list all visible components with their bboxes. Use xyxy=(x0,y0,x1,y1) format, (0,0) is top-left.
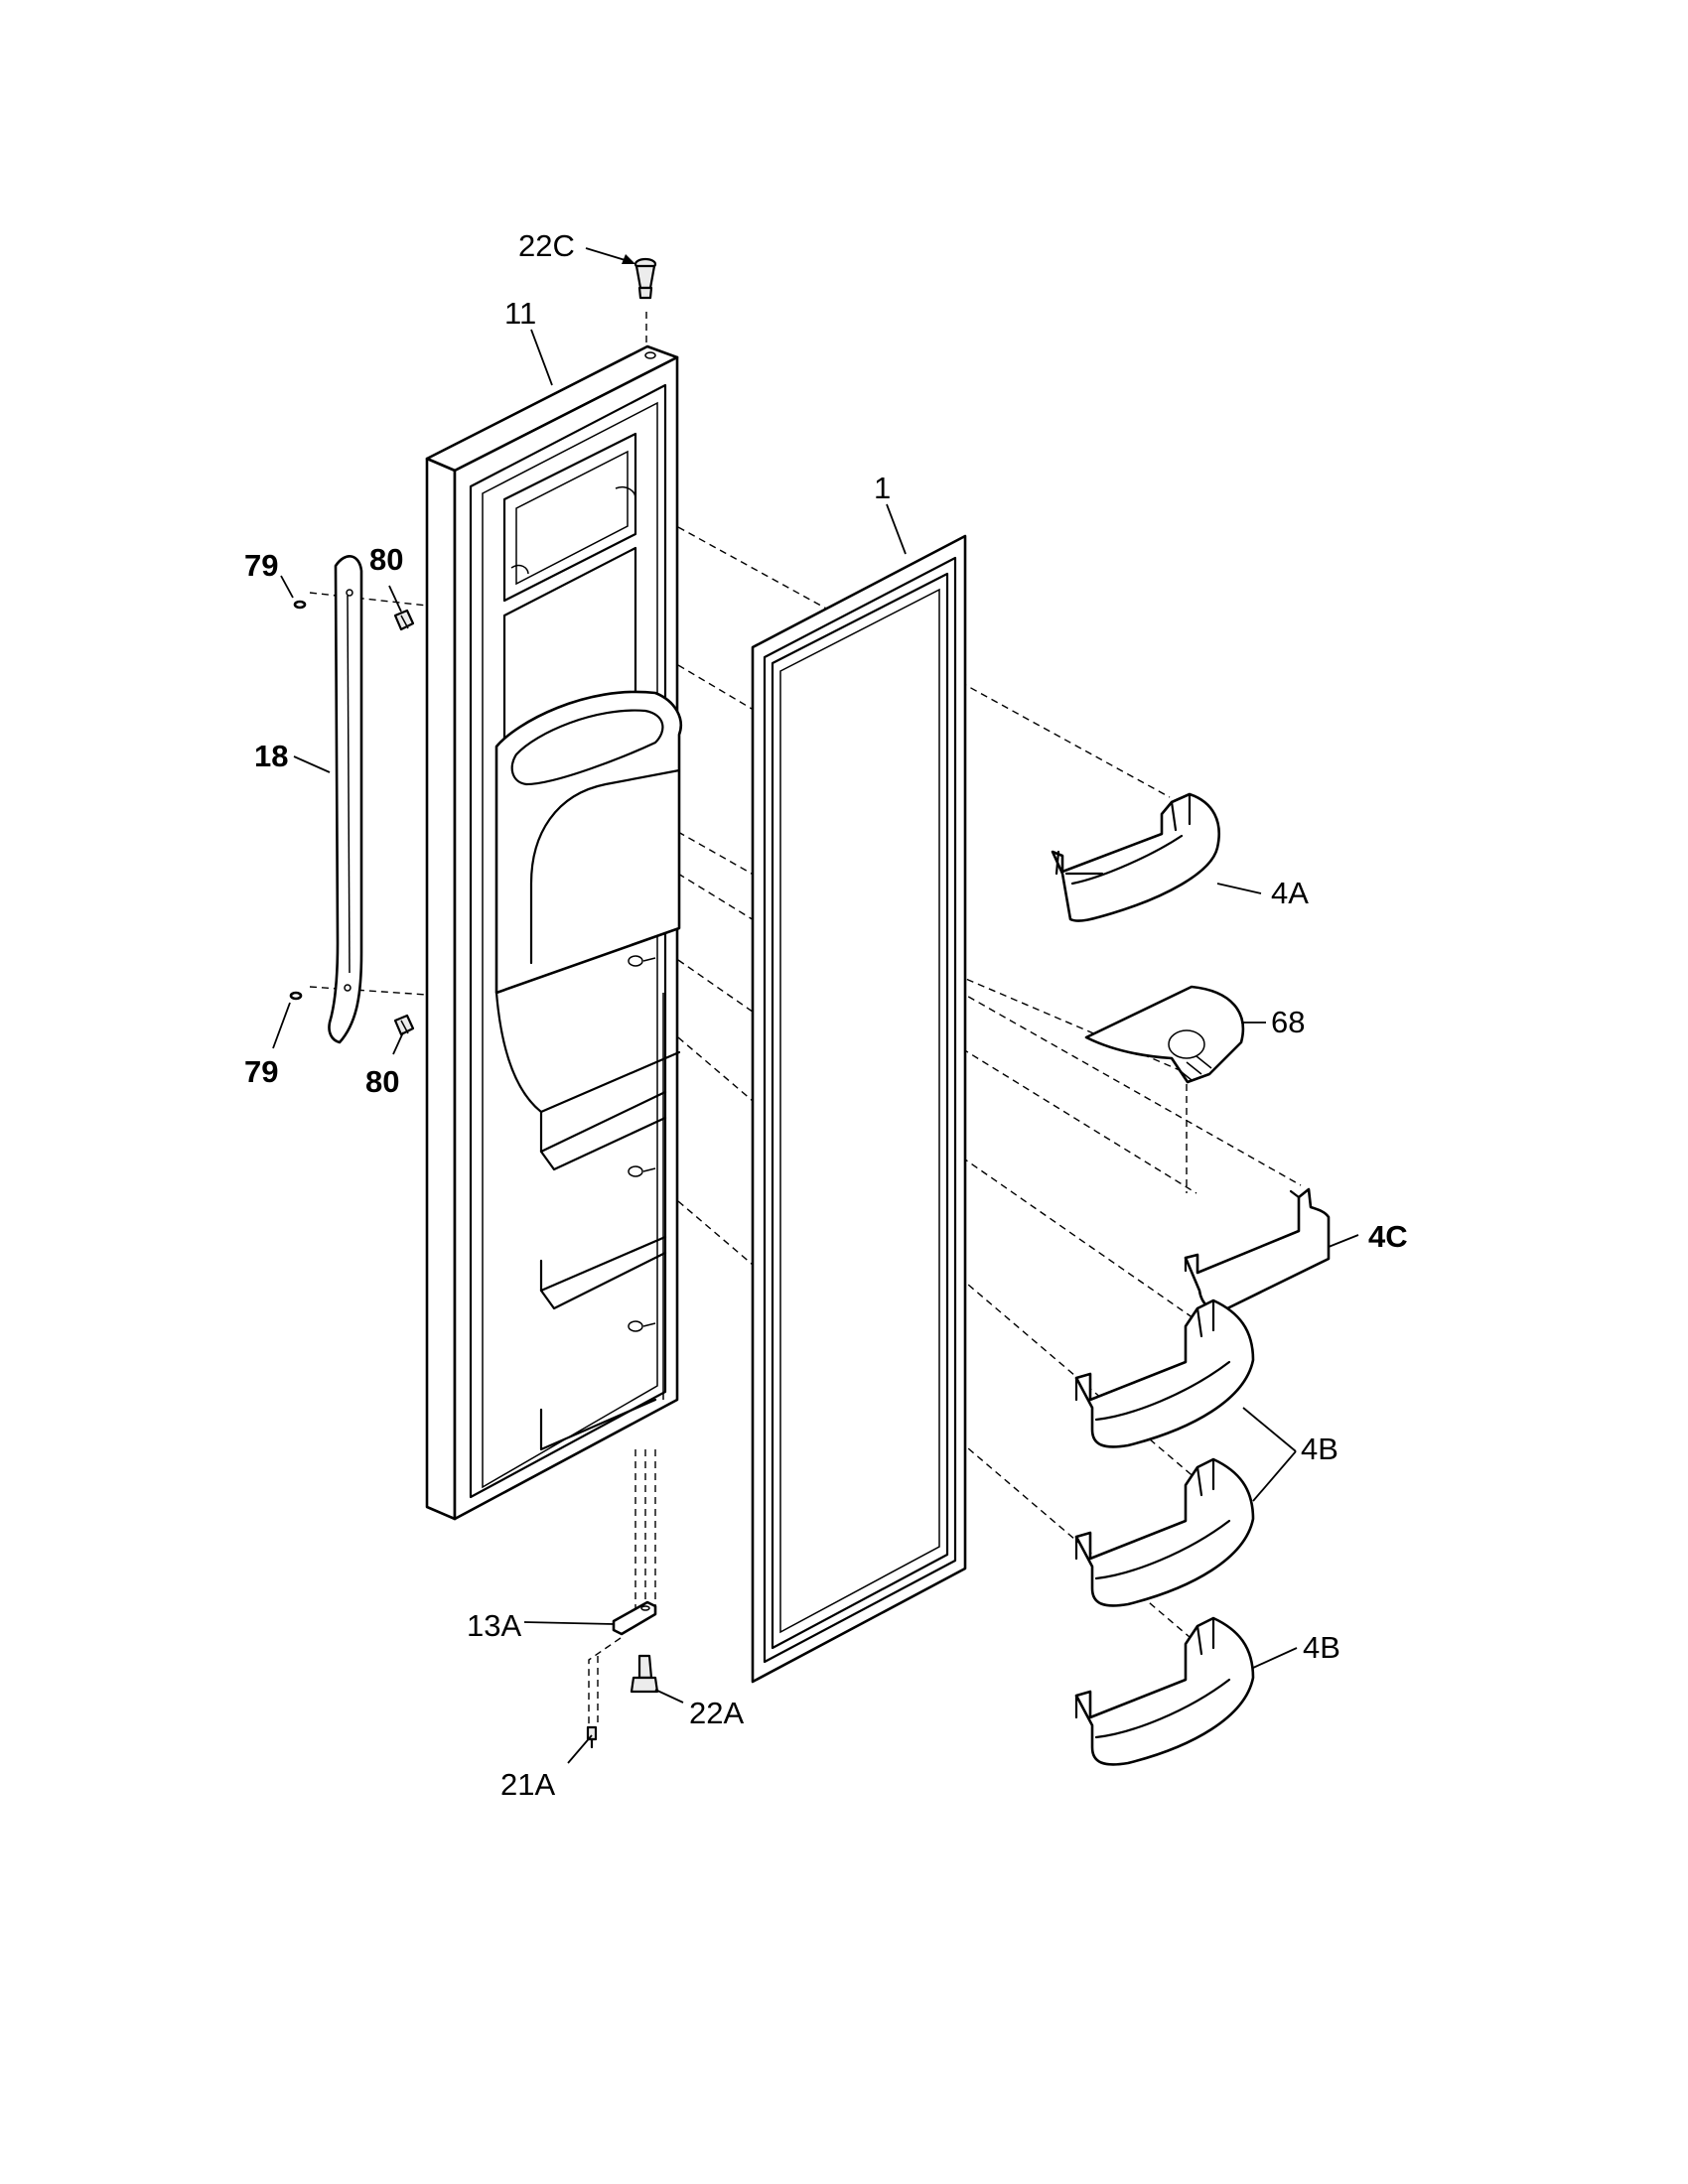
leader-lines xyxy=(272,247,1359,1764)
callout-22C: 22C xyxy=(518,228,575,263)
egg-tray-68 xyxy=(1084,985,1245,1084)
door-gasket xyxy=(751,534,967,1684)
callout-4A: 4A xyxy=(1271,876,1309,910)
callout-11: 11 xyxy=(504,296,536,331)
dispenser-housing xyxy=(494,690,682,995)
screw-21A xyxy=(586,1725,598,1749)
screw-79-bottom xyxy=(289,991,303,1001)
screw-79-top xyxy=(293,600,307,610)
hinge-pin-22A xyxy=(630,1654,659,1694)
door-handle xyxy=(328,555,363,1044)
stud-80-top xyxy=(393,609,415,631)
door-front-face xyxy=(425,457,457,1521)
callout-4C: 4C xyxy=(1368,1219,1408,1254)
hinge-plate-13A xyxy=(612,1600,657,1636)
callout-80-bottom: 80 xyxy=(365,1064,399,1099)
bin-4B-middle xyxy=(1074,1457,1255,1607)
bin-4B-upper xyxy=(1074,1298,1255,1448)
callout-22A: 22A xyxy=(689,1696,744,1730)
callout-79-top: 79 xyxy=(244,548,278,583)
callout-4B-pair: 4B xyxy=(1301,1432,1338,1466)
stud-80-bottom xyxy=(393,1014,415,1036)
callout-80-top: 80 xyxy=(369,542,403,577)
callout-68: 68 xyxy=(1271,1005,1305,1039)
callout-79-bottom: 79 xyxy=(244,1054,278,1089)
callout-13A: 13A xyxy=(467,1608,521,1643)
callout-18: 18 xyxy=(254,739,288,773)
bin-4C xyxy=(1184,1187,1331,1312)
callout-1: 1 xyxy=(874,471,891,505)
bin-4B-lower xyxy=(1074,1616,1255,1766)
callout-4B-single: 4B xyxy=(1303,1630,1340,1665)
callout-labels: 22C 11 1 79 80 18 79 80 4A 68 4C 4B 4B 1… xyxy=(244,228,1408,1802)
hinge-pin-22C xyxy=(633,257,657,300)
callout-21A: 21A xyxy=(500,1767,555,1802)
bin-4A xyxy=(1051,792,1220,922)
door-assembly xyxy=(425,344,682,1521)
